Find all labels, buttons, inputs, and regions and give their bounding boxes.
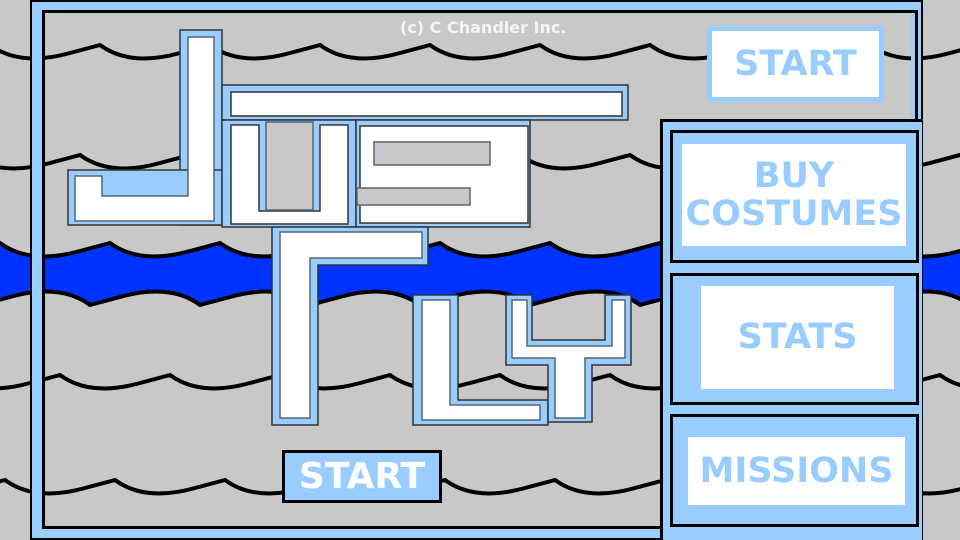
logo-top-bar — [221, 84, 629, 121]
stats-button[interactable]: STATS — [696, 281, 899, 394]
stats-label: STATS — [737, 317, 858, 358]
start-button-bottom[interactable]: START — [282, 450, 442, 503]
logo-letter-s — [355, 119, 531, 228]
menu-slot — [670, 273, 919, 405]
logo-letter-u — [221, 119, 357, 228]
buy-costumes-button[interactable]: BUY COSTUMES — [677, 139, 911, 251]
menu-slot — [670, 130, 919, 263]
start-label: START — [298, 456, 426, 497]
start-label: START — [734, 43, 857, 84]
missions-button[interactable]: MISSIONS — [683, 432, 910, 510]
buy-costumes-label-line1: BUY — [753, 155, 835, 196]
logo-letter-f — [271, 226, 429, 426]
logo-letter-j — [67, 29, 223, 226]
start-button-top[interactable]: START — [707, 26, 884, 102]
missions-label: MISSIONS — [699, 450, 894, 491]
copyright-text: (c) C Chandler Inc. — [400, 18, 567, 37]
buy-costumes-label-line2: COSTUMES — [685, 194, 903, 234]
logo-letter-y — [505, 294, 632, 423]
wave-line — [0, 372, 960, 391]
menu-slot — [670, 414, 919, 527]
wave-line — [0, 42, 960, 61]
